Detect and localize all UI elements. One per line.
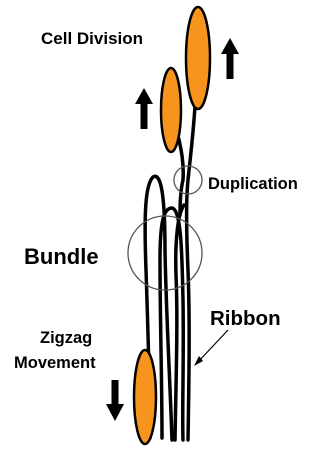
strand-right: [187, 90, 197, 440]
cell-top-right: [186, 7, 210, 109]
ribbon-pointer: [194, 330, 228, 366]
arrow-up-left-icon: [135, 88, 153, 129]
cell-top-left: [161, 68, 181, 152]
label-ribbon: Ribbon: [210, 307, 281, 330]
arrow-up-right-icon: [221, 38, 239, 79]
label-bundle: Bundle: [24, 244, 99, 269]
label-zigzag: Zigzag: [40, 329, 92, 347]
label-duplication: Duplication: [208, 175, 298, 193]
arrow-down-icon: [106, 380, 124, 421]
label-movement: Movement: [14, 354, 96, 372]
cell-bottom: [134, 350, 156, 444]
label-cell-division: Cell Division: [41, 29, 143, 48]
